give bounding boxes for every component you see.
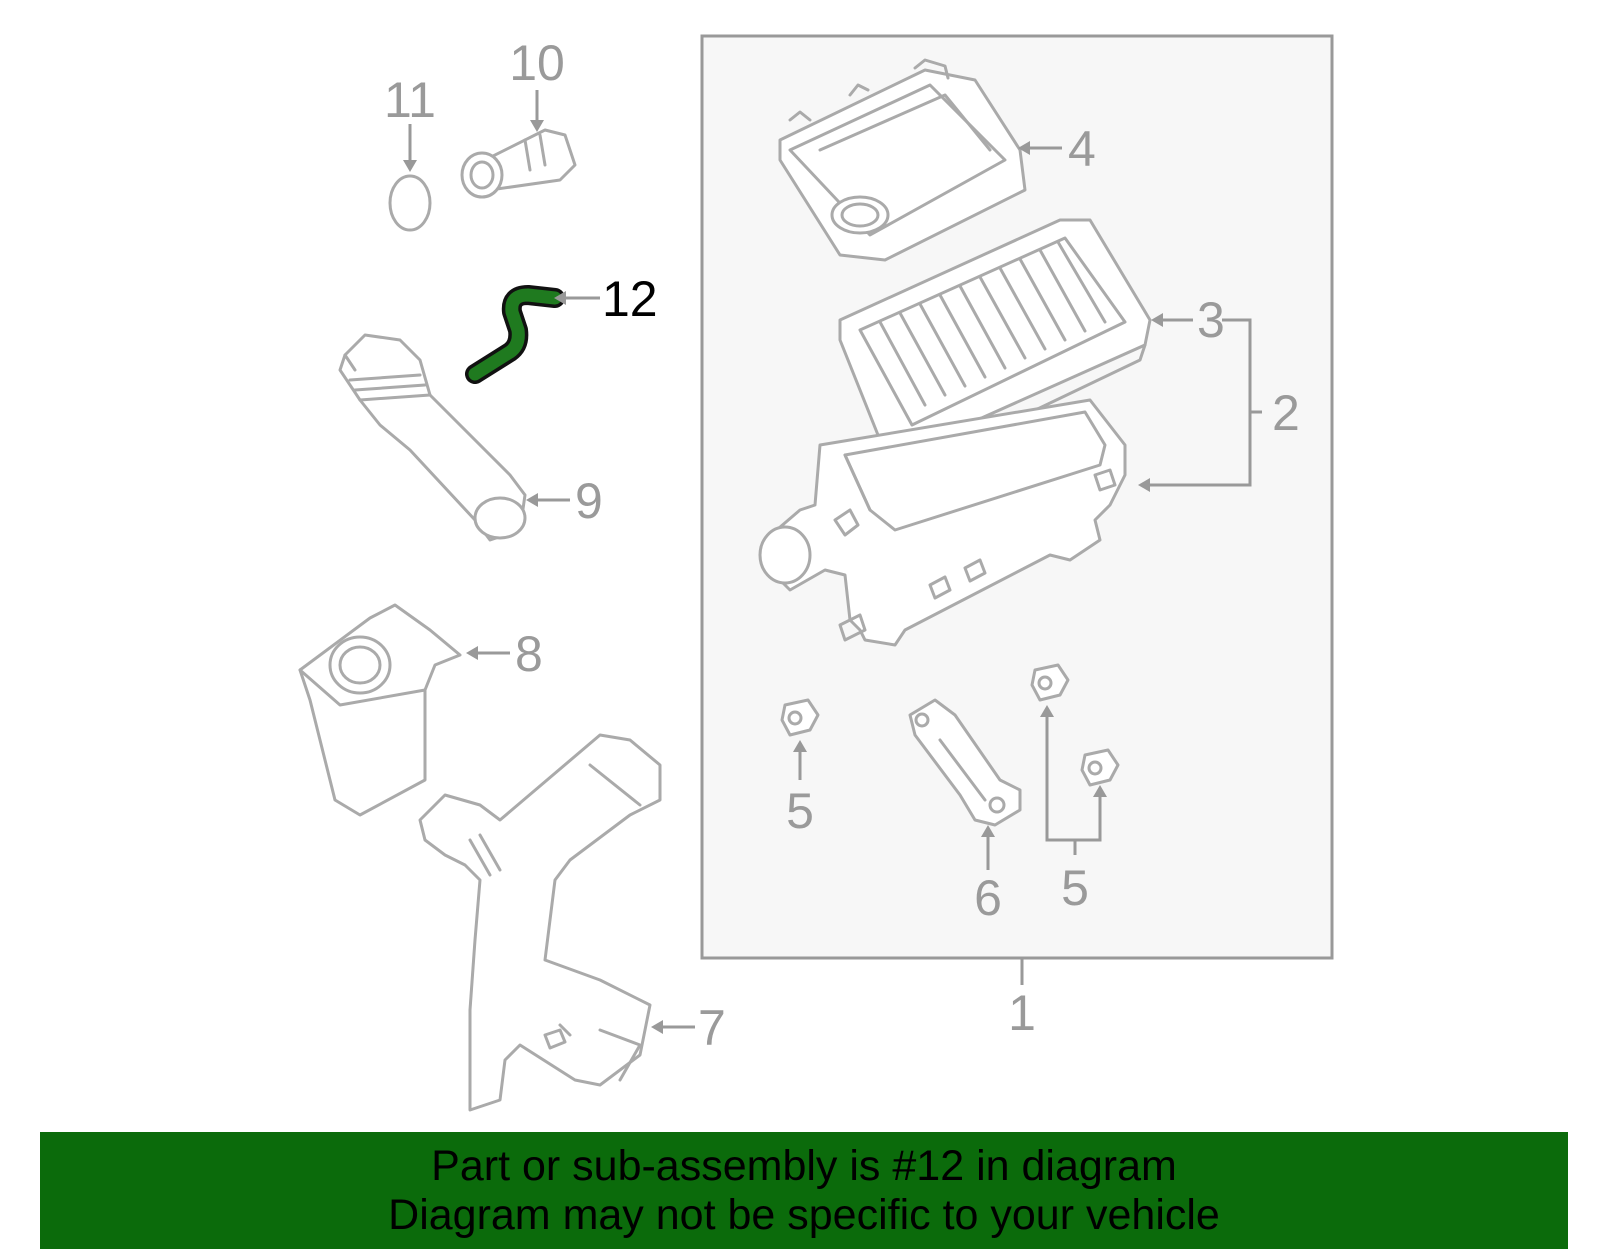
callout-1: 1 [1008, 985, 1036, 1041]
callout-9: 9 [575, 473, 603, 529]
part-3-air-filter[interactable] [838, 218, 1152, 472]
callout-6: 6 [974, 870, 1002, 926]
callout-5: 5 [786, 783, 814, 839]
info-banner: Part or sub-assembly is #12 in diagram D… [40, 1132, 1568, 1249]
part-5-grommet[interactable] [1030, 663, 1070, 702]
callout-8: 8 [515, 626, 543, 682]
part-5-grommet[interactable] [780, 698, 820, 737]
callout-11: 11 [384, 72, 436, 128]
part-5-grommet[interactable] [1080, 748, 1120, 787]
callout-7: 7 [698, 1000, 726, 1056]
part-12-hose-highlighted[interactable] [465, 285, 565, 384]
part-9-intake-duct[interactable] [338, 333, 527, 542]
part-11-o-ring[interactable] [388, 174, 432, 232]
callout-2: 2 [1272, 385, 1300, 441]
callout-4: 4 [1068, 121, 1096, 177]
part-7-intake-tube[interactable] [418, 733, 662, 1112]
banner-line-disclaimer: Diagram may not be specific to your vehi… [388, 1190, 1220, 1239]
banner-line-part-number: Part or sub-assembly is #12 in diagram [431, 1141, 1177, 1190]
leader-lines [403, 90, 1262, 1034]
callout-5: 5 [1061, 860, 1089, 916]
callout-12-highlighted: 12 [602, 271, 658, 327]
part-6-bracket[interactable] [908, 698, 1022, 827]
part-8-resonator[interactable] [298, 603, 462, 817]
callout-10: 10 [509, 35, 565, 91]
part-4-air-cleaner-cover[interactable] [778, 58, 1027, 262]
callout-3: 3 [1197, 292, 1225, 348]
part-10-air-flow-sensor[interactable] [460, 128, 577, 199]
air-cleaner-lower-housing [758, 398, 1127, 647]
